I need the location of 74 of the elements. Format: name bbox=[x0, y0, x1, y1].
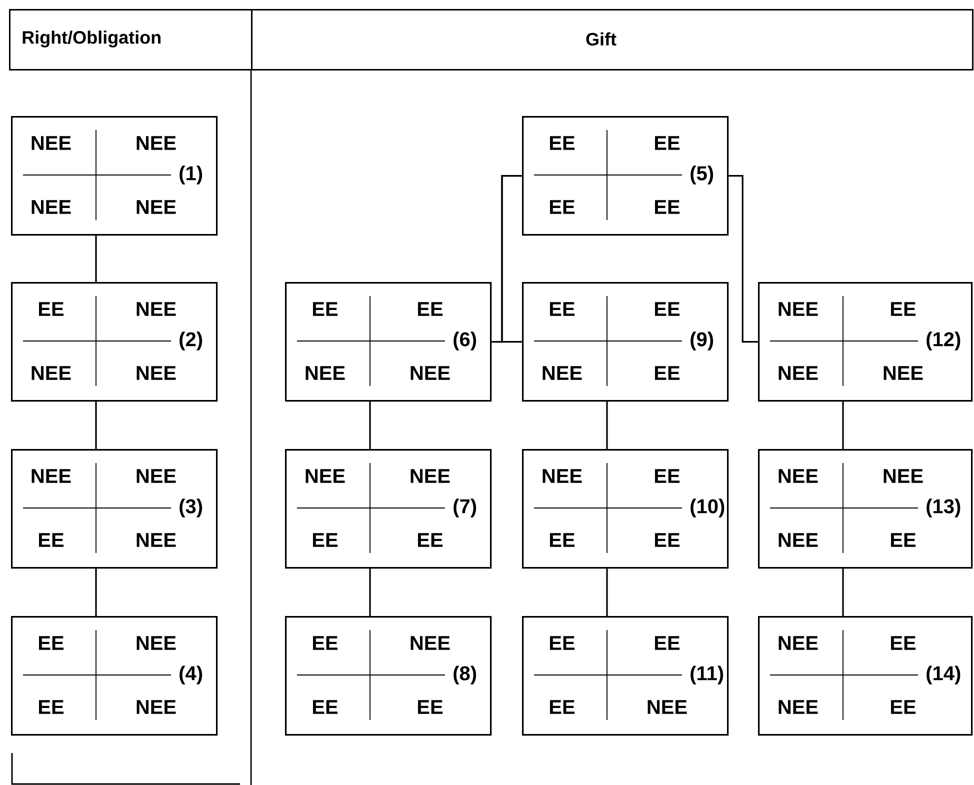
quadrant-label: NEE bbox=[136, 366, 176, 380]
quadrant-label: NEE bbox=[136, 700, 176, 714]
quadrant-label: EE bbox=[418, 700, 443, 714]
quadrant-label: EE bbox=[655, 366, 680, 380]
quadrant-label: EE bbox=[313, 533, 338, 547]
quadrant-label: NEE bbox=[32, 366, 71, 380]
quadrant-label: NEE bbox=[32, 136, 71, 150]
quadrant-label: EE bbox=[39, 302, 64, 316]
quadrant-label: EE bbox=[39, 700, 64, 714]
quadrant-label: NEE bbox=[136, 200, 176, 214]
quadrant-label: EE bbox=[891, 302, 916, 316]
quadrant-label: NEE bbox=[884, 366, 923, 380]
quadrant-label: NEE bbox=[542, 366, 582, 380]
quadrant-label: EE bbox=[550, 200, 575, 214]
quadrant-label: EE bbox=[550, 533, 575, 547]
quadrant-label: EE bbox=[891, 533, 916, 547]
box-number: (3) bbox=[180, 498, 202, 518]
quadrant-label: EE bbox=[655, 200, 680, 214]
quadrant-label: EE bbox=[655, 636, 680, 650]
quadrant-label: EE bbox=[313, 636, 338, 650]
quadrant-label: EE bbox=[550, 636, 575, 650]
quadrant-label: EE bbox=[418, 302, 443, 316]
header-cell: Right/Obligation bbox=[9, 9, 252, 70]
box-number: (1) bbox=[180, 166, 202, 184]
connector-line bbox=[728, 175, 758, 343]
quadrant-label: EE bbox=[39, 533, 64, 547]
quadrant-label: NEE bbox=[542, 469, 582, 483]
quadrant-label: NEE bbox=[778, 700, 818, 714]
box-number: (14) bbox=[926, 666, 960, 684]
quadrant-label: EE bbox=[655, 302, 680, 316]
quadrant-label: EE bbox=[550, 302, 575, 316]
quadrant-label: NEE bbox=[884, 469, 923, 483]
connector-line bbox=[501, 175, 522, 343]
quadrant-label: EE bbox=[39, 636, 64, 650]
quadrant-label: NEE bbox=[136, 533, 176, 547]
box-number: (10) bbox=[690, 498, 724, 518]
quadrant-label: EE bbox=[891, 636, 916, 650]
quadrant-label: NEE bbox=[306, 366, 345, 380]
quadrant-label: EE bbox=[418, 533, 443, 547]
box-number: (13) bbox=[926, 498, 960, 518]
quadrant-label: NEE bbox=[410, 366, 450, 380]
quadrant-label: NEE bbox=[778, 366, 818, 380]
quadrant-label: NEE bbox=[648, 700, 687, 714]
box-number: (11) bbox=[690, 666, 724, 684]
quadrant-label: NEE bbox=[136, 302, 176, 316]
box-number: (5) bbox=[690, 166, 714, 184]
box-number: (6) bbox=[454, 332, 476, 350]
quadrant-label: NEE bbox=[778, 469, 818, 483]
quadrant-label: EE bbox=[655, 533, 680, 547]
quadrant-label: NEE bbox=[778, 302, 818, 316]
quadrant-label: NEE bbox=[306, 469, 345, 483]
quadrant-label: EE bbox=[550, 136, 575, 150]
quadrant-label: EE bbox=[313, 302, 338, 316]
box-number: (9) bbox=[690, 332, 714, 350]
quadrant-label: NEE bbox=[136, 136, 176, 150]
box-number: (8) bbox=[454, 666, 476, 684]
quadrant-label: NEE bbox=[410, 469, 450, 483]
quadrant-label: NEE bbox=[778, 636, 818, 650]
header-cell: Gift bbox=[251, 9, 974, 70]
quadrant-label: NEE bbox=[778, 533, 818, 547]
quadrant-label: NEE bbox=[32, 469, 71, 483]
quadrant-label: EE bbox=[655, 469, 680, 483]
box-number: (7) bbox=[454, 498, 476, 518]
quadrant-label: NEE bbox=[136, 636, 176, 650]
quadrant-label: NEE bbox=[410, 636, 450, 650]
quadrant-label: EE bbox=[550, 700, 575, 714]
quadrant-label: EE bbox=[891, 700, 916, 714]
quadrant-label: NEE bbox=[32, 200, 71, 214]
quadrant-label: NEE bbox=[136, 469, 176, 483]
quadrant-label: EE bbox=[655, 136, 680, 150]
box-number: (4) bbox=[180, 666, 202, 684]
box-number: (12) bbox=[926, 332, 960, 350]
quadrant-label: EE bbox=[313, 700, 338, 714]
box-number: (2) bbox=[180, 332, 202, 350]
